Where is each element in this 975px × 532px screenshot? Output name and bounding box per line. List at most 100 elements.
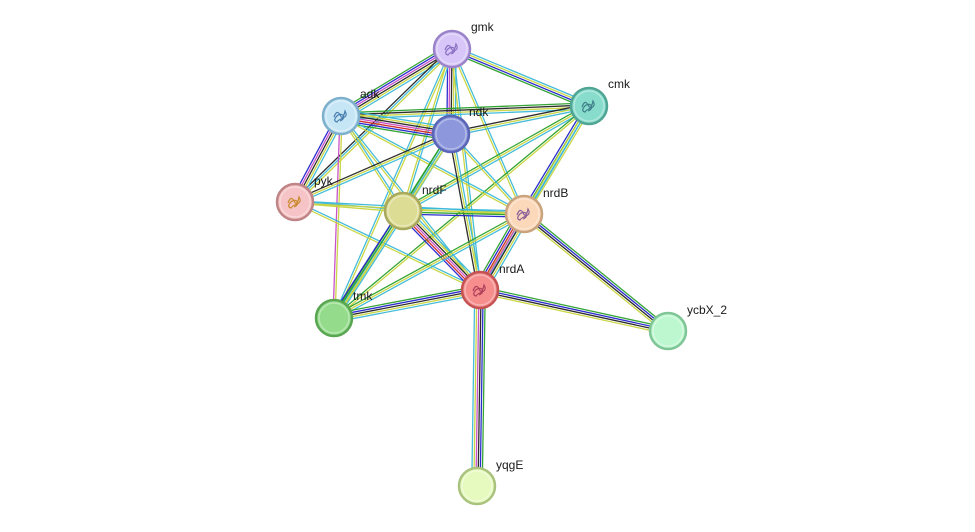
node-label-yqgE: yqgE [496, 458, 523, 472]
node-yqgE[interactable]: yqgE [457, 458, 523, 506]
edge-gmk-cmk[interactable] [450, 45, 591, 110]
edge-evidence-coexpression [333, 289, 481, 319]
edge-evidence-experiments [475, 289, 480, 486]
edge-evidence-textmining [340, 116, 524, 216]
edge-nrdA-yqgE[interactable] [471, 289, 486, 487]
edge-nrdB-ycbX_2[interactable] [521, 211, 671, 334]
edge-ndk-pyk[interactable] [293, 131, 453, 205]
edge-cmk-ndk[interactable] [450, 103, 590, 137]
edge-evidence-coexpression [340, 104, 589, 116]
node-circle-ycbX_2[interactable] [648, 311, 688, 351]
edge-nrdA-ycbX_2[interactable] [479, 286, 669, 335]
edge-evidence-experiments [332, 115, 341, 318]
edge-nrdF-tmk[interactable] [330, 208, 407, 321]
edge-cmk-adk[interactable] [340, 102, 590, 120]
edge-nrdB-tmk[interactable] [332, 211, 526, 321]
edge-evidence-neighborhood [450, 51, 589, 110]
edge-evidence-textmining [402, 105, 590, 212]
edge-evidence-neighborhood [337, 43, 450, 113]
edge-evidence-textmining [473, 289, 478, 486]
node-circle-tmk[interactable] [314, 298, 354, 338]
edge-evidence-textmining [450, 49, 524, 215]
node-highlight-yqgE [461, 470, 493, 502]
edge-evidence-databases [403, 207, 525, 212]
edge-evidence-cooccurrence [333, 287, 480, 317]
node-label-gmk: gmk [471, 20, 495, 34]
edge-cmk-nrdF[interactable] [401, 103, 591, 214]
node-pyk[interactable]: pyk [275, 174, 334, 222]
protein-structure-icon [581, 99, 595, 113]
node-circle-yqgE[interactable] [457, 466, 497, 506]
edges-layer [290, 43, 671, 487]
node-label-pyk: pyk [314, 174, 334, 188]
node-label-tmk: tmk [353, 289, 373, 303]
node-nrdB[interactable]: nrdB [504, 186, 568, 234]
edge-evidence-databases [341, 109, 453, 129]
edge-evidence-coexpression [293, 131, 451, 201]
edge-adk-tmk[interactable] [332, 115, 343, 319]
node-label-ndk: ndk [469, 105, 489, 119]
edge-evidence-coexpression [522, 214, 668, 333]
edge-evidence-textmining [334, 106, 591, 320]
edge-evidence-textmining [526, 107, 593, 216]
node-highlight-tmk [318, 302, 350, 334]
edge-evidence-databases [295, 200, 481, 290]
edge-evidence-experiments [340, 47, 452, 116]
edge-evidence-neighborhood [401, 103, 589, 210]
node-gmk[interactable]: gmk [432, 20, 495, 69]
edge-evidence-databases [295, 135, 453, 205]
node-ycbX_2[interactable]: ycbX_2 [648, 303, 727, 351]
node-tmk[interactable]: tmk [314, 289, 373, 338]
edge-evidence-textmining [450, 105, 590, 135]
edge-evidence-cooccurrence [451, 49, 589, 108]
edge-evidence-cooccurrence [402, 213, 524, 218]
edge-nrdF-nrdB[interactable] [402, 207, 525, 218]
edge-evidence-cooccurrence [339, 45, 451, 114]
edge-evidence-coexpression [477, 290, 482, 487]
node-highlight-nrdA [464, 274, 496, 306]
edge-evidence-neighborhood [339, 121, 451, 141]
edge-evidence-cooccurrence [330, 208, 401, 317]
edge-evidence-databases [334, 293, 481, 323]
edge-evidence-textmining [334, 211, 405, 319]
node-cmk[interactable]: cmk [569, 77, 631, 126]
edge-evidence-coexpression [293, 47, 451, 201]
edge-evidence-textmining [294, 133, 452, 203]
edge-evidence-textmining [294, 202, 480, 292]
node-adk[interactable]: adk [321, 87, 380, 136]
edge-evidence-cooccurrence [480, 288, 669, 331]
edge-evidence-neighborhood [402, 211, 524, 216]
edge-evidence-textmining [296, 50, 454, 204]
edge-evidence-coexpression [479, 290, 668, 333]
edge-evidence-textmining [333, 213, 525, 319]
node-highlight-ycbX_2 [652, 315, 684, 347]
node-nrdA[interactable]: nrdA [460, 262, 524, 310]
edge-evidence-textmining [521, 215, 667, 334]
node-nrdF[interactable]: nrdF [383, 183, 447, 231]
edge-evidence-databases [471, 289, 476, 486]
edge-evidence-textmining [334, 291, 481, 321]
edge-nrdA-tmk[interactable] [333, 285, 481, 323]
protein-structure-icon [472, 283, 486, 297]
node-label-nrdB: nrdB [543, 186, 568, 200]
protein-structure-icon [516, 207, 530, 221]
edge-evidence-databases [336, 212, 407, 321]
node-circle-ndk[interactable] [431, 114, 471, 154]
edge-evidence-cooccurrence [479, 290, 484, 487]
edge-evidence-neighborhood [332, 211, 524, 317]
edge-evidence-textmining [479, 292, 668, 335]
edge-evidence-databases [332, 48, 452, 318]
edge-evidence-neighborhood [525, 211, 671, 330]
node-circle-nrdF[interactable] [383, 191, 423, 231]
node-ndk[interactable]: ndk [431, 105, 489, 154]
edge-gmk-nrdB[interactable] [450, 48, 526, 215]
edge-pyk-nrdA[interactable] [294, 200, 481, 292]
node-highlight-ndk [435, 118, 467, 150]
edge-evidence-textmining [403, 209, 525, 214]
edge-evidence-databases [451, 107, 590, 137]
edge-evidence-neighborhood [480, 286, 669, 329]
edge-evidence-textmining [452, 47, 590, 106]
node-highlight-pyk [279, 186, 311, 218]
edge-evidence-databases [452, 45, 591, 104]
